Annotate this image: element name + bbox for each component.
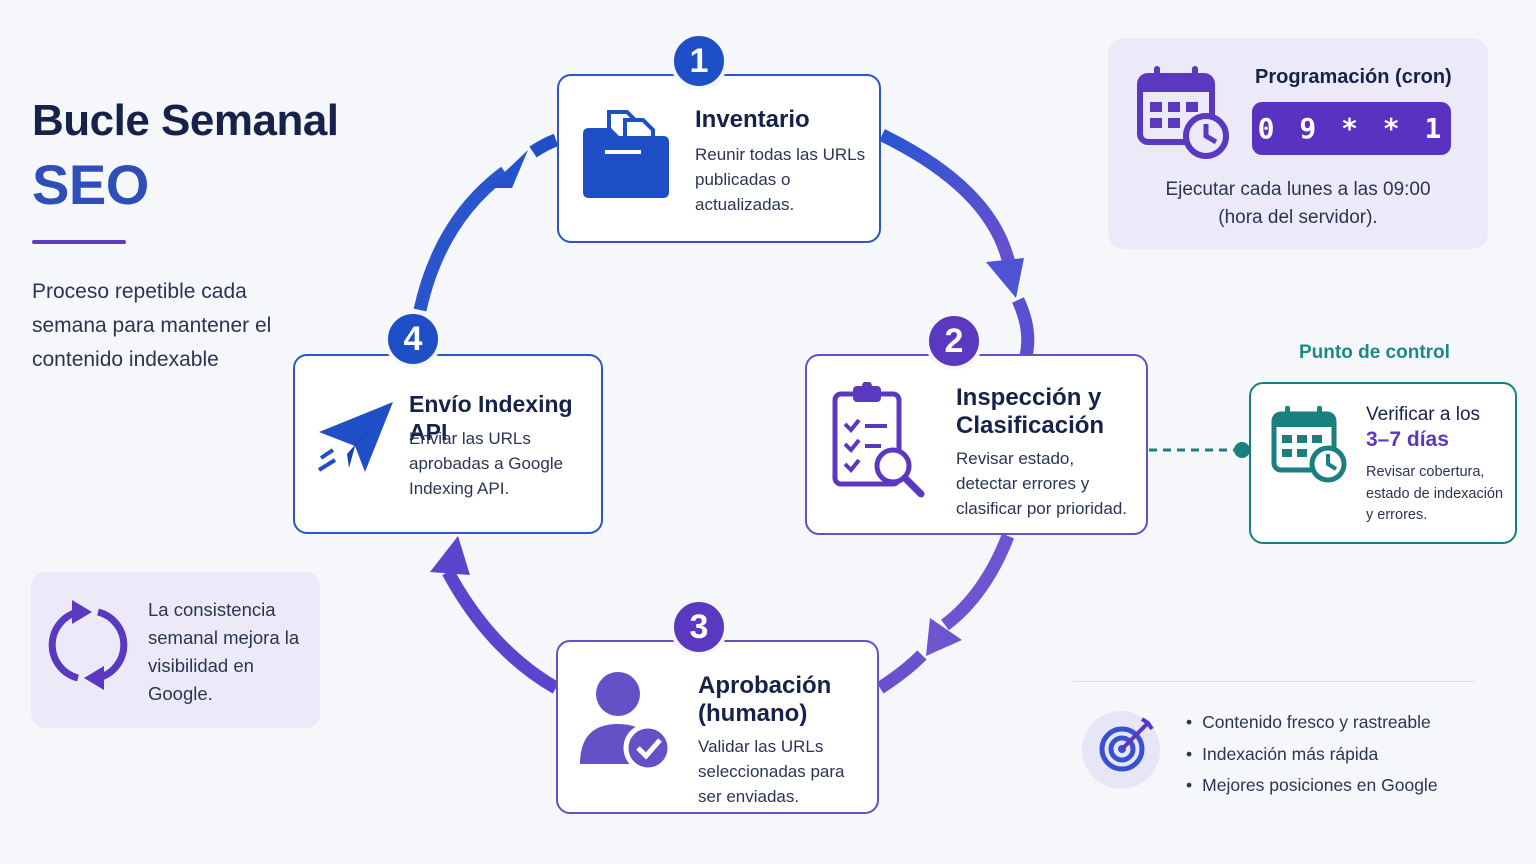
arrow-step4-to-step1 [413,166,509,312]
benefit-item: Contenido fresco y rastreable [1186,707,1438,739]
step-description: Enviar las URLs aprobadas a Google Index… [409,429,564,498]
refresh-cycle-icon [48,600,128,690]
consistency-text: La consistencia semanal mejora la visibi… [148,599,300,704]
benefit-item: Indexación más rápida [1186,739,1438,771]
target-icon [1099,717,1154,772]
page-subtitle: Proceso repetible cada semana para mante… [32,280,272,371]
cron-expression: 0 9 * * 1 [1252,102,1451,155]
arrow-step3-to-step4 [442,568,560,694]
step-card-envio: Envío Indexing API Enviar las URLs aprob… [293,354,603,534]
step-card-inventario: Inventario Reunir todas las URLs publica… [557,74,881,243]
step-number-badge: 2 [925,312,983,370]
step-description: Reunir todas las URLs publicadas o actua… [695,145,866,214]
consistency-panel [31,572,320,728]
benefit-item: Mejores posiciones en Google [1186,770,1437,802]
page-title: Bucle Semanal [32,96,339,145]
step-card-aprobacion: Aprobación (humano) Validar las URLs sel… [556,640,879,814]
schedule-title: Programación (cron) [1255,66,1452,88]
step-number-badge: 4 [384,310,442,368]
step-description: Validar las URLs seleccionadas para ser … [698,737,845,806]
arrowhead-to-step3 [926,618,962,656]
calendar-clock-icon [1137,66,1229,159]
paper-plane-icon [317,402,393,472]
checkpoint-label: Punto de control [1299,342,1450,363]
clipboard-checklist-icon [832,382,925,498]
step-card-inspeccion: Inspección y Clasificación Revisar estad… [805,354,1148,535]
arrow-step1-to-step2 [879,129,1017,270]
benefits-list: Contenido fresco y rastreable Indexación… [1186,707,1438,802]
checkpoint-title: Verificar a los [1366,404,1481,425]
schedule-description: Ejecutar cada lunes a las 09:00 (hora de… [1165,179,1431,228]
step-description: Revisar estado, detectar errores y clasi… [956,449,1128,518]
arrowhead-to-step1 [488,150,528,188]
arrowhead-to-step4 [430,536,470,575]
step-title: Inventario [695,106,810,133]
benefits-divider [1073,681,1475,682]
checkpoint-card [1249,382,1517,544]
step-title: Envío Indexing API [409,391,573,445]
step-title: Inspección y Clasificación [956,384,1105,439]
calendar-clock-icon [1271,406,1347,483]
folder-icon [583,110,669,198]
page-title-accent: SEO [32,153,149,216]
user-check-icon [580,672,672,772]
step-number-badge: 3 [670,598,728,656]
checkpoint-description: Revisar cobertura, estado de indexación … [1366,464,1504,523]
title-underline [32,240,126,244]
checkpoint-days: 3–7 días [1366,428,1449,451]
arrow-step2-to-step3 [941,533,1015,631]
step-title: Aprobación (humano) [698,672,832,727]
arrowhead-to-step2 [986,258,1024,298]
step-number-badge: 1 [670,32,728,90]
